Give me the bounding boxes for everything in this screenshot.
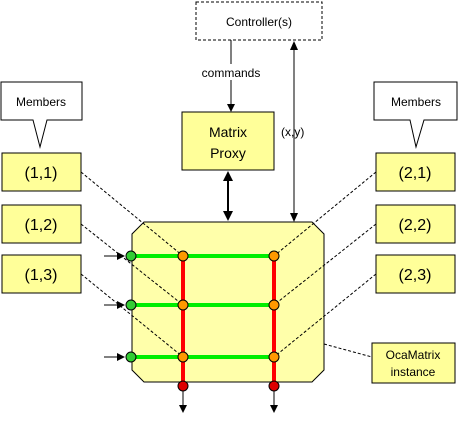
commands-label: commands [202, 66, 261, 80]
leader-left-3 [80, 273, 184, 358]
right-member-3: (2,3) [375, 254, 456, 294]
input-arrows [104, 252, 125, 361]
left-member-1: (1,1) [1, 152, 82, 192]
xy-label: (x,y) [281, 125, 304, 139]
left-member-3-label: (1,3) [25, 267, 58, 284]
members-callout-right: Members [373, 81, 458, 149]
xy-arrow-head-up [290, 41, 298, 50]
right-member-2: (2,2) [375, 204, 456, 244]
crosspoint-2-1 [268, 250, 280, 262]
leader-right-3 [273, 273, 377, 358]
crosspoint-nodes [177, 250, 280, 363]
row-lines [131, 254, 274, 359]
column-lines [181, 256, 276, 386]
xy-arrow-head-down [290, 213, 298, 222]
left-member-3: (1,3) [1, 254, 82, 294]
leader-instance [323, 343, 373, 358]
leader-left-2 [80, 223, 184, 306]
member-leader-lines [80, 171, 377, 358]
input-nodes [125, 250, 137, 363]
input-node-3 [125, 351, 137, 363]
crosspoint-1-1 [177, 250, 189, 262]
members-callout-left: Members [0, 81, 83, 149]
instance-label-line2: instance [391, 365, 436, 379]
crosspoint-2-3 [268, 351, 280, 363]
members-callout-right-label: Members [391, 95, 441, 109]
left-member-2-label: (1,2) [25, 217, 58, 234]
members-callout-left-label: Members [16, 95, 66, 109]
leader-right-1 [273, 171, 377, 257]
output-nodes [177, 380, 280, 392]
commands-label-bg [188, 64, 274, 80]
proxy-arrow-head-down [223, 211, 233, 221]
proxy-label-line2: Proxy [210, 145, 246, 161]
left-member-2: (1,2) [1, 204, 82, 244]
proxy-label-line1: Matrix [209, 124, 247, 140]
crosspoint-1-2 [177, 299, 189, 311]
right-member-3-label: (2,3) [399, 267, 432, 284]
matrix-proxy-box: Matrix Proxy [181, 111, 275, 171]
controller-label: Controller(s) [226, 15, 292, 29]
input-node-2 [125, 299, 137, 311]
controller-box: Controller(s) [195, 1, 323, 41]
crosspoint-2-2 [268, 299, 280, 311]
output-node-1 [177, 380, 189, 392]
leader-right-2 [273, 223, 377, 306]
input-node-1 [125, 250, 137, 262]
proxy-arrow-head-up [223, 171, 233, 181]
right-member-2-label: (2,2) [399, 217, 432, 234]
output-node-2 [268, 380, 280, 392]
leader-left-1 [80, 171, 184, 257]
right-member-1-label: (2,1) [399, 165, 432, 182]
right-member-1: (2,1) [375, 152, 456, 192]
crosspoint-1-3 [177, 351, 189, 363]
instance-label-box: OcaMatrix instance [371, 342, 456, 384]
instance-label-line1: OcaMatrix [386, 348, 441, 362]
output-arrows [179, 391, 278, 413]
left-member-1-label: (1,1) [25, 165, 58, 182]
